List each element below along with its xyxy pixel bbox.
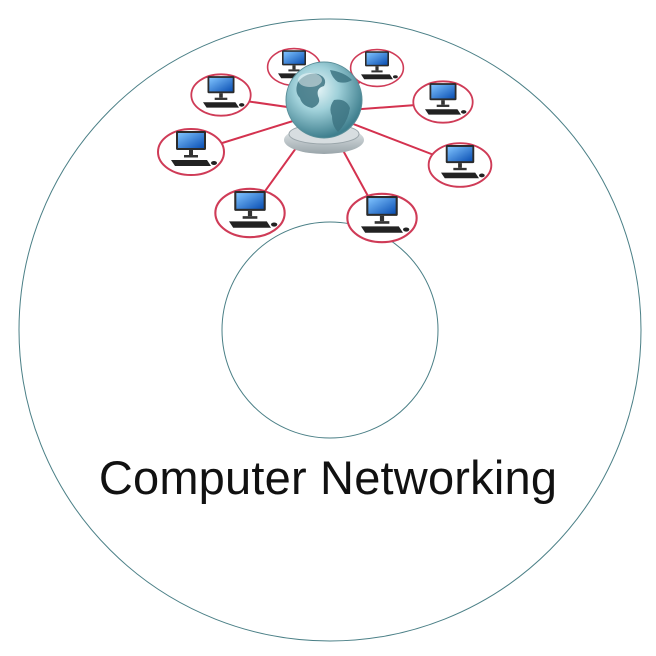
computer-icon — [412, 80, 474, 124]
computer-icon — [427, 142, 493, 188]
computer-icon — [346, 192, 418, 244]
globe-icon — [284, 61, 364, 154]
computer-icon — [214, 187, 286, 239]
computer-icon — [190, 73, 252, 117]
network-illustration — [157, 47, 493, 244]
computer-icon — [157, 128, 225, 176]
computer-icon — [349, 48, 405, 88]
disc-title: Computer Networking — [98, 451, 558, 504]
disc-center-hole — [221, 221, 439, 439]
